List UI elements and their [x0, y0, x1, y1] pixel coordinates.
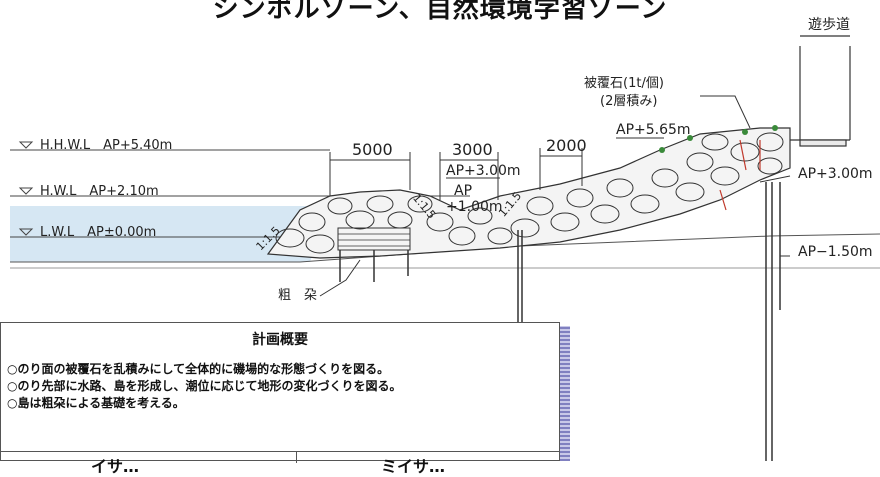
ap-565-label: AP+5.65m — [616, 122, 691, 138]
piles — [339, 182, 781, 461]
hwl-label: H.W.L AP+2.10m — [40, 184, 159, 199]
dimension-5000: 5000 — [352, 140, 393, 159]
fascine-lines — [338, 233, 410, 247]
panel-shadow — [560, 326, 570, 461]
page-title: シンボルゾーン、自然環境学習ゾーン — [212, 0, 668, 24]
dimension-3000: 3000 — [452, 140, 493, 159]
panel-column-right: ミイサ… — [381, 457, 446, 476]
plan-summary-panel: 計画概要 ○のり面の被覆石を乱積みにして全体的に磯場的な形態づくりを図る。 ○の… — [0, 322, 560, 476]
fascine-label: 粗 朶 — [278, 288, 318, 303]
water-level-markers — [18, 141, 34, 236]
ap-1-label: AP — [454, 183, 473, 199]
armor-stone-label: 被覆石(1t/個) — [584, 76, 664, 91]
ap-3-label: AP+3.00m — [446, 163, 521, 179]
plan-summary-list: ○のり面の被覆石を乱積みにして全体的に磯場的な形態づくりを図る。 ○のり先部に水… — [7, 361, 559, 412]
lwl-label: L.W.L AP±0.00m — [40, 225, 157, 240]
leader-lines — [319, 95, 791, 297]
stone-pattern — [275, 132, 784, 254]
plan-summary-heading: 計画概要 — [252, 332, 308, 348]
cross-section-drawing — [10, 35, 880, 461]
red-joints — [719, 139, 761, 211]
promenade-label: 遊歩道 — [808, 17, 850, 33]
water-area — [10, 206, 330, 262]
armor-layers-label: (2層積み) — [600, 94, 658, 109]
ap-minus-150-label: AP−1.50m — [798, 244, 873, 260]
promenade — [790, 35, 851, 147]
vegetation — [659, 125, 778, 153]
ap-1-value-label: +1.00m — [446, 199, 503, 215]
dimension-2000: 2000 — [546, 136, 587, 155]
hhwl-label: H.H.W.L AP+5.40m — [40, 138, 173, 153]
dimension-lines — [329, 148, 583, 200]
plan-summary-item: ○のり面の被覆石を乱積みにして全体的に磯場的な形態づくりを図る。 — [7, 362, 390, 376]
panel-column-divider — [296, 451, 297, 463]
plan-summary-item: ○のり先部に水路、島を形成し、潮位に応じて地形の変化づくりを図る。 — [7, 379, 402, 393]
plan-summary-item: ○島は粗朶による基礎を考える。 — [7, 396, 185, 410]
armor-stone-embankment — [266, 127, 791, 259]
ap-3-right-label: AP+3.00m — [798, 166, 873, 182]
panel-divider — [1, 451, 559, 452]
panel-column-left: イサ… — [91, 457, 140, 476]
